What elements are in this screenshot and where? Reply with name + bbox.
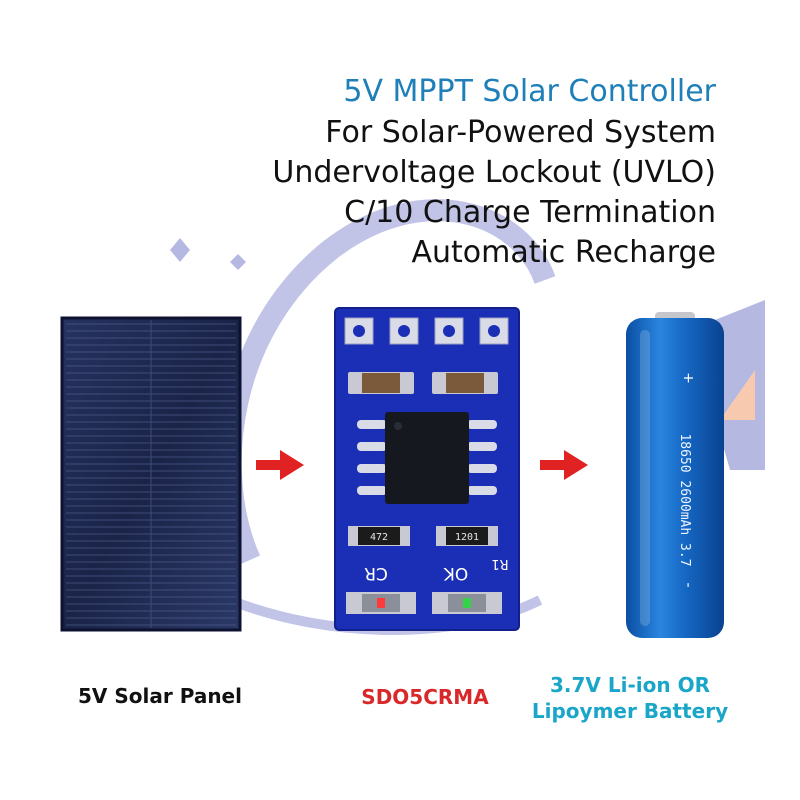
resistor-code-1201: 1201 bbox=[455, 532, 479, 543]
battery-18650: + 18650 2600mAh 3.7 - bbox=[626, 312, 724, 638]
module-leds bbox=[346, 592, 502, 614]
battery-minus-mark: - bbox=[680, 582, 696, 587]
battery-plus-mark: + bbox=[680, 372, 696, 384]
module-label-r1: R1 bbox=[491, 556, 508, 571]
feature-line-1: For Solar-Powered System bbox=[325, 115, 716, 150]
battery-caption-line-2: Lipoymer Battery bbox=[531, 699, 729, 723]
module-ic-chip bbox=[357, 412, 497, 504]
feature-line-3: C/10 Charge Termination bbox=[344, 195, 716, 230]
module-resistors: 472 1201 bbox=[348, 526, 498, 546]
battery-caption-line-1: 3.7V Li-ion OR bbox=[550, 673, 710, 697]
charger-module-board: 472 1201 CR OK R1 bbox=[334, 307, 520, 631]
module-caption: SDO5CRMA bbox=[361, 685, 489, 709]
module-label-cr: CR bbox=[364, 563, 388, 583]
module-label-ok: OK bbox=[443, 563, 468, 583]
feature-line-4: Automatic Recharge bbox=[411, 235, 716, 270]
right-arrow-icon bbox=[256, 450, 304, 480]
module-capacitors bbox=[348, 372, 498, 394]
module-terminal-pads bbox=[344, 317, 509, 345]
feature-line-2: Undervoltage Lockout (UVLO) bbox=[272, 155, 716, 190]
solar-panel bbox=[60, 316, 242, 632]
battery-print-text: 18650 2600mAh 3.7 bbox=[677, 433, 692, 566]
battery-caption: 3.7V Li-ion OR Lipoymer Battery bbox=[500, 672, 760, 724]
resistor-code-472: 472 bbox=[370, 532, 388, 543]
right-arrow-icon bbox=[540, 450, 588, 480]
solar-panel-cells bbox=[66, 320, 236, 628]
page-title: 5V MPPT Solar Controller bbox=[343, 74, 716, 109]
solar-panel-caption: 5V Solar Panel bbox=[78, 684, 242, 708]
